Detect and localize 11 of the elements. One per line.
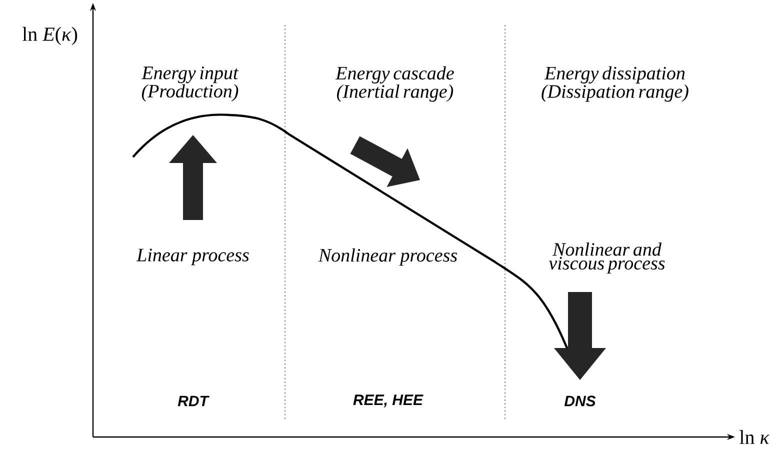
axis-label: ln κ xyxy=(740,430,770,444)
region-label: Energy input (Production) xyxy=(142,66,239,102)
region-label: Nonlinear and viscous process xyxy=(548,242,665,274)
region-label: Nonlinear process xyxy=(318,248,457,266)
region-label: Linear process xyxy=(136,248,249,266)
region-label: Energy dissipation (Dissipation range) xyxy=(542,66,688,102)
method-label: RDT xyxy=(178,396,210,406)
region-label: Energy cascade (Inertial range) xyxy=(335,66,454,102)
axis-label: ln E(κ) xyxy=(22,26,78,46)
method-label: DNS xyxy=(564,396,596,406)
method-label: REE, HEE xyxy=(353,394,424,408)
